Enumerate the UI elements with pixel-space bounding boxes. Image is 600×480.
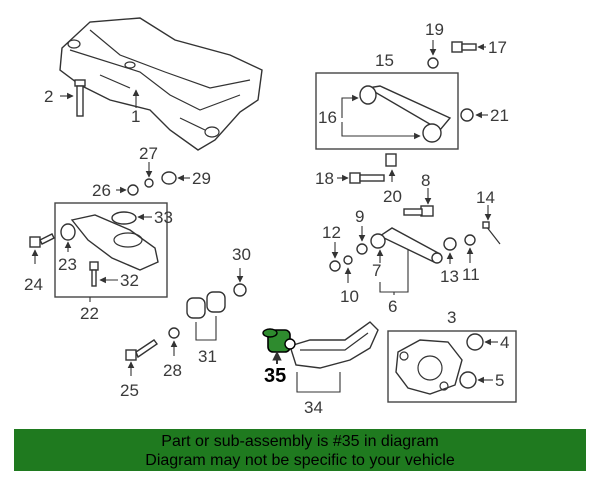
bushing-part-5[interactable]	[459, 371, 477, 389]
washer-part-26[interactable]	[127, 184, 139, 196]
washer-part-28[interactable]	[168, 327, 180, 339]
banner-line-2: Diagram may not be specific to your vehi…	[145, 452, 455, 469]
callout-25: 25	[120, 381, 139, 400]
bushing-part-4[interactable]	[466, 333, 484, 351]
link-part-7[interactable]	[370, 227, 443, 264]
callout-32: 32	[120, 271, 139, 290]
callout-33: 33	[154, 208, 173, 227]
callout-1: 1	[131, 107, 140, 126]
bushing-part-21[interactable]	[460, 108, 474, 122]
callout-20: 20	[383, 187, 402, 206]
subframe-part-1[interactable]	[59, 17, 263, 151]
stabilizer-link-part-32[interactable]	[89, 261, 99, 287]
callout-22: 22	[80, 304, 99, 323]
callout-19: 19	[425, 20, 444, 39]
callout-15: 15	[375, 51, 394, 70]
callout-35: 35	[264, 365, 286, 387]
callout-7: 7	[372, 261, 381, 280]
assembly-box-3	[387, 330, 517, 403]
bushing-part-35[interactable]	[262, 328, 296, 353]
lower-arm-part-22[interactable]	[60, 214, 159, 271]
nut-part-9[interactable]	[356, 243, 368, 255]
lateral-link-part-15[interactable]	[359, 85, 452, 143]
callout-8: 8	[421, 171, 430, 190]
bushing-part-13[interactable]	[443, 237, 457, 251]
callout-2: 2	[44, 87, 53, 106]
callout-28: 28	[163, 361, 182, 380]
callout-21: 21	[490, 106, 509, 125]
info-banner: Part or sub-assembly is #35 in diagram D…	[14, 429, 586, 471]
washer-part-10[interactable]	[343, 255, 353, 265]
callout-16: 16	[318, 108, 337, 127]
bushing-part-30[interactable]	[233, 283, 247, 297]
callout-3: 3	[447, 308, 456, 327]
callout-18: 18	[315, 169, 334, 188]
washer-part-20[interactable]	[385, 153, 397, 167]
banner-line-1: Part or sub-assembly is #35 in diagram	[161, 433, 439, 450]
trailing-arm-part-34[interactable]	[289, 321, 379, 369]
callout-31: 31	[198, 347, 217, 366]
bolt-part-24[interactable]	[29, 233, 55, 248]
callout-30: 30	[232, 245, 251, 264]
nut-part-27[interactable]	[144, 178, 154, 188]
nut-part-19[interactable]	[427, 57, 439, 69]
knuckle-part-3[interactable]	[395, 339, 463, 395]
callout-24: 24	[24, 275, 43, 294]
callout-10: 10	[340, 287, 359, 306]
callout-34: 34	[304, 398, 323, 417]
bolt-part-25[interactable]	[125, 339, 158, 361]
callout-23: 23	[58, 255, 77, 274]
callout-5: 5	[495, 371, 504, 390]
assembly-box-15	[315, 72, 459, 150]
parts-diagram: 1 2 15 16 17 19 21 18 20	[24, 17, 517, 417]
callout-13: 13	[440, 267, 459, 286]
bolt-part-2[interactable]	[74, 79, 86, 117]
callout-11: 11	[462, 265, 480, 284]
callout-12: 12	[322, 223, 341, 242]
callout-17: 17	[488, 38, 507, 57]
bushing-part-29[interactable]	[161, 171, 177, 185]
callout-26: 26	[92, 181, 111, 200]
callout-4: 4	[500, 333, 509, 352]
callout-27: 27	[139, 144, 158, 163]
callout-6: 6	[388, 297, 397, 316]
callout-9: 9	[355, 207, 364, 226]
pin-part-14[interactable]	[482, 221, 501, 245]
bolt-part-17[interactable]	[451, 41, 477, 53]
bolt-part-8[interactable]	[403, 205, 434, 217]
bushings-part-31[interactable]	[186, 291, 226, 319]
assembly-box-22	[54, 202, 168, 298]
washer-part-11[interactable]	[464, 234, 476, 246]
nut-part-12[interactable]	[329, 260, 341, 272]
callout-29: 29	[192, 169, 211, 188]
spring-seat-part-33[interactable]	[111, 211, 137, 225]
callout-14: 14	[476, 188, 495, 207]
bolt-part-18[interactable]	[349, 172, 385, 184]
